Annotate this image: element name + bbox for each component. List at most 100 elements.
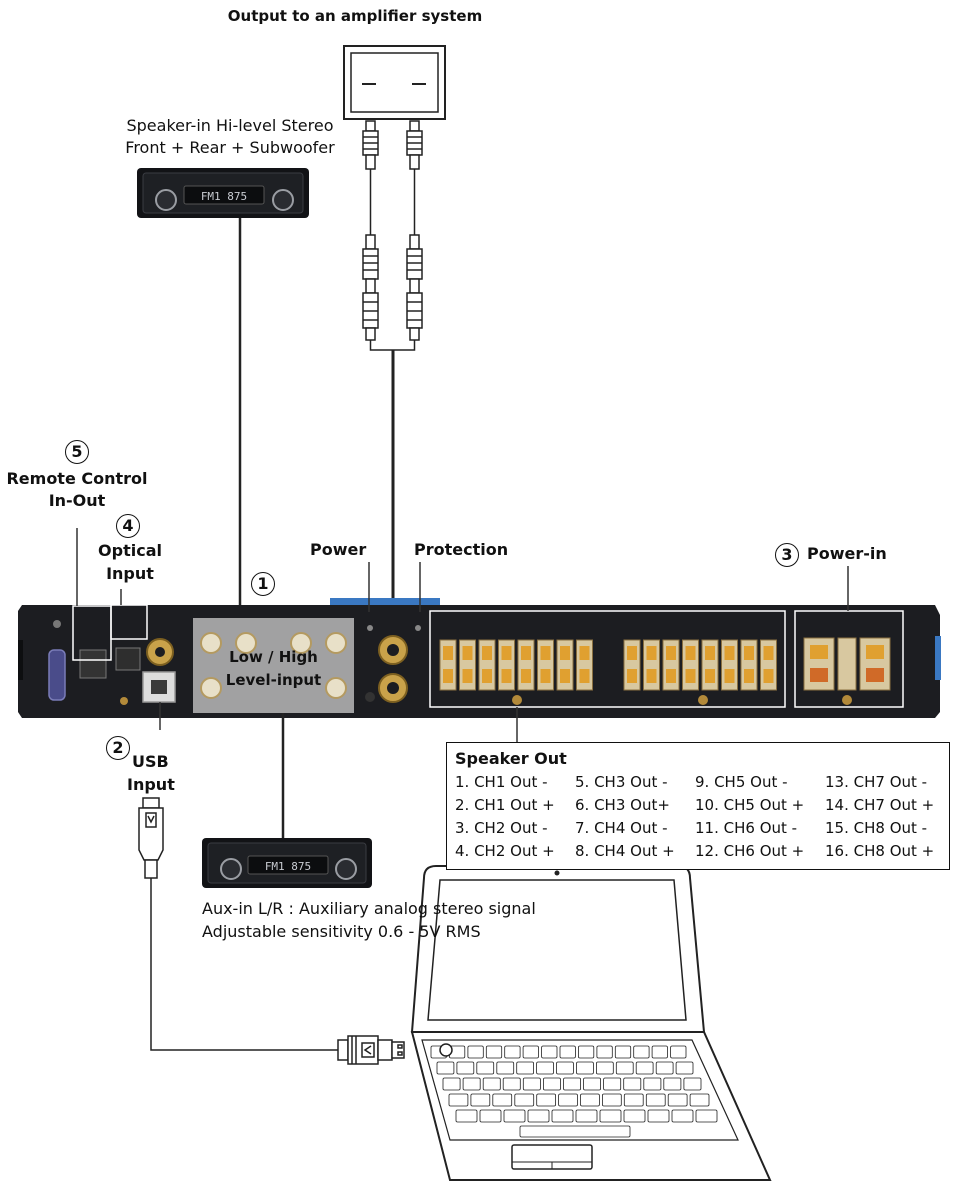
speaker-out-cell: 13. CH7 Out -: [825, 773, 928, 791]
terminal-screw-hole: [666, 669, 676, 683]
power-in-label: Power-in: [807, 544, 887, 563]
keyboard-key: [578, 1045, 595, 1059]
keyboard-key: [647, 1109, 670, 1123]
terminal-screw-hole: [627, 646, 637, 660]
usb-label-line2: Input: [127, 775, 175, 794]
laptop: [410, 865, 772, 1181]
keyboard-key: [602, 1093, 622, 1107]
remote-rj-port: [79, 649, 107, 679]
keyboard-key: [663, 1077, 682, 1091]
keyboard-key: [675, 1061, 694, 1075]
terminal-screw-hole: [560, 646, 570, 660]
keyboard-key: [503, 1109, 526, 1123]
marker-1: 1: [251, 572, 275, 596]
keyboard-key: [479, 1109, 502, 1123]
keyboard-key: [476, 1061, 495, 1075]
keyboard-key: [559, 1045, 576, 1059]
level-input-jacks: [200, 632, 347, 699]
keyboard-key: [655, 1061, 674, 1075]
speaker-out-cell: 16. CH8 Out +: [825, 842, 935, 860]
level-input-area: [193, 618, 354, 713]
keyboard-key: [485, 1045, 503, 1059]
head-unit-top: [137, 168, 309, 218]
keyboard-key: [695, 1109, 718, 1123]
level-input-line1: Low / High: [229, 648, 318, 666]
speaker-out-title: Speaker Out: [455, 749, 567, 768]
keyboard-key: [522, 1077, 541, 1091]
terminal-screw-hole: [482, 646, 492, 660]
terminal-screw-a: [512, 695, 522, 705]
keyboard-key: [482, 1077, 501, 1091]
terminal-screw-hole: [521, 669, 531, 683]
remote-label-line2: In-Out: [48, 491, 106, 510]
keyboard-key: [623, 1093, 644, 1107]
keyboard-key: [671, 1109, 694, 1123]
speaker-terminals-group-a: [439, 639, 593, 691]
keyboard-key: [558, 1093, 578, 1107]
terminal-screw-hole: [763, 646, 774, 660]
speaker-terminals-group-b: [623, 639, 777, 691]
level-input-line2: Level-input: [225, 671, 322, 689]
terminal-screw-hole: [685, 646, 696, 660]
head-unit-top-display: FM1 875: [201, 190, 247, 203]
keyboard-key: [556, 1061, 574, 1075]
keyboard-key: [455, 1109, 478, 1123]
keyboard-key: [448, 1093, 469, 1107]
keyboard-key: [670, 1045, 687, 1059]
keyboard-key: [643, 1077, 662, 1091]
keyboard-key: [462, 1077, 481, 1091]
keyboard-key: [614, 1045, 632, 1059]
speaker-out-cell: 4. CH2 Out +: [455, 842, 555, 860]
terminal-screw-hole: [462, 669, 473, 683]
keyboard-key: [467, 1045, 484, 1059]
speaker-out-cell: 1. CH1 Out -: [455, 773, 548, 791]
aux-in-line1: Aux-in L/R : Auxiliary analog stereo sig…: [202, 899, 536, 918]
keyboard-key: [633, 1045, 650, 1059]
terminal-screw-hole: [443, 646, 453, 660]
speaker-in-line2: Front + Rear + Subwoofer: [125, 138, 335, 157]
keyboard-key: [551, 1109, 574, 1123]
keyboard-key: [543, 1077, 561, 1091]
aux-in-line2: Adjustable sensitivity 0.6 - 5V RMS: [202, 922, 481, 941]
marker-5: 5: [65, 440, 89, 464]
terminal-screw-hole: [443, 669, 453, 683]
terminal-screw-hole: [763, 669, 774, 683]
keyboard-key: [516, 1061, 535, 1075]
terminal-screw-b: [698, 695, 708, 705]
usb-label-line1: USB: [132, 752, 169, 771]
keyboard-key: [563, 1077, 582, 1091]
keyboard-key: [603, 1077, 622, 1091]
remote-port: [48, 620, 66, 701]
keyboard-key: [502, 1077, 521, 1091]
usb-port: [142, 671, 176, 703]
keyboard-key: [667, 1093, 688, 1107]
head-unit-bottom: [202, 838, 372, 888]
usb-cable: [138, 797, 405, 1065]
keyboard-key: [623, 1109, 646, 1123]
power-in-terminals: [803, 637, 891, 705]
optical-label-line2: Input: [106, 564, 154, 583]
speaker-out-cell: 10. CH5 Out +: [695, 796, 805, 814]
keyboard-key: [442, 1077, 461, 1091]
power-in-callout-box: [794, 610, 904, 708]
speaker-out-cell: 6. CH3 Out+: [575, 796, 670, 814]
speaker-out-cell: 14. CH7 Out +: [825, 796, 935, 814]
rca-cables: [362, 120, 423, 351]
speaker-out-cell: 15. CH8 Out -: [825, 819, 928, 837]
terminal-screw-hole: [724, 646, 735, 660]
power-label: Power: [310, 540, 367, 559]
speaker-out-cell: 7. CH4 Out -: [575, 819, 668, 837]
marker-4: 4: [116, 514, 140, 538]
terminal-screw-hole: [579, 669, 590, 683]
output-title: Output to an amplifier system: [227, 7, 483, 25]
terminal-screw-hole: [646, 646, 657, 660]
keyboard-key: [599, 1109, 622, 1123]
keyboard-key: [536, 1061, 554, 1075]
terminal-screw-hole: [685, 669, 696, 683]
keyboard-key: [496, 1061, 515, 1075]
terminal-screw-hole: [705, 669, 715, 683]
keyboard-key: [576, 1061, 594, 1075]
speaker-in-line1: Speaker-in Hi-level Stereo: [126, 116, 334, 135]
keyboard-key: [575, 1109, 598, 1123]
keyboard-key: [504, 1045, 521, 1059]
